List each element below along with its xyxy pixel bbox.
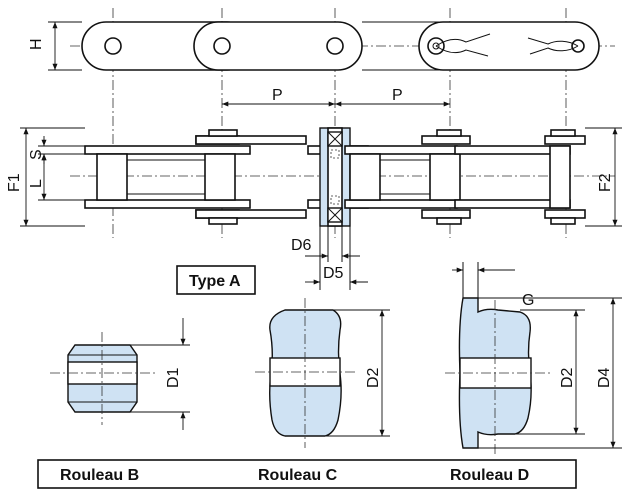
dim-P-right-label: P (392, 87, 403, 104)
dim-F1-label: F1 (6, 173, 23, 192)
roller-c: D2 (255, 298, 390, 448)
dim-D2-c-label: D2 (365, 367, 382, 388)
label-rouleau-d: Rouleau D (450, 467, 529, 484)
dim-S-label: S (28, 149, 45, 160)
roller-label-bar: Rouleau B Rouleau C Rouleau D (37, 459, 577, 489)
dim-P-left-label: P (272, 87, 283, 104)
dim-D6-label: D6 (291, 237, 312, 254)
dim-D5-label: D5 (323, 265, 344, 282)
dim-L-label: L (28, 179, 45, 188)
plan-view: F1 S L F2 D6 D5 (6, 127, 622, 290)
outer-plate-right (418, 21, 600, 71)
label-rouleau-b: Rouleau B (60, 467, 139, 484)
side-view: H P P (28, 8, 615, 238)
type-a-label: Type A (189, 273, 241, 290)
label-rouleau-c: Rouleau C (258, 467, 338, 484)
roller-b: D1 (50, 318, 190, 430)
dim-D1-label: D1 (165, 367, 182, 388)
dim-G-label: G (522, 292, 534, 309)
roller-d: G D2 D4 (445, 262, 622, 455)
dim-D4-label: D4 (596, 367, 613, 388)
dim-F2-label: F2 (597, 173, 614, 192)
type-a-box (176, 265, 256, 295)
inner-plate-middle (193, 21, 363, 71)
dim-D2-d-label: D2 (559, 367, 576, 388)
dim-H-label: H (28, 38, 45, 50)
